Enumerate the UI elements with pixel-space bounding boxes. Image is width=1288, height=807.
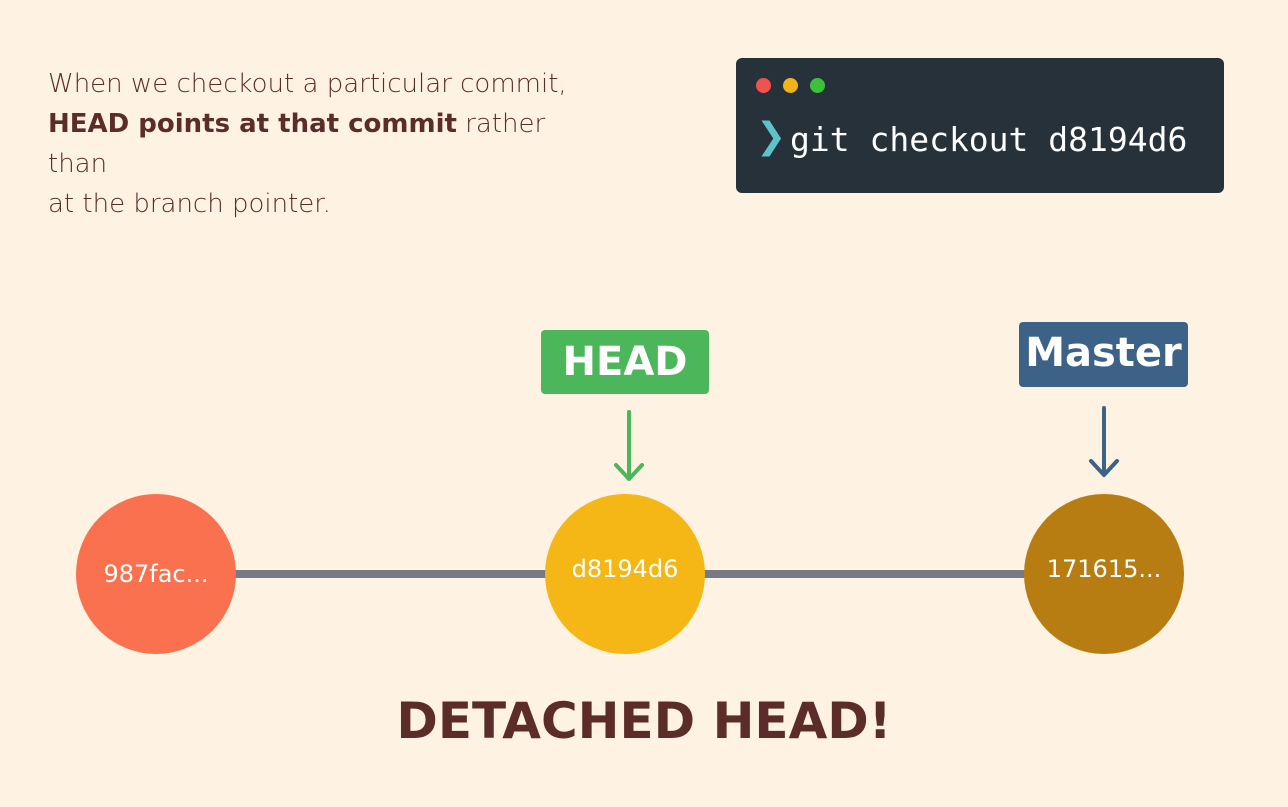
master-label: Master [1019,322,1188,387]
terminal-window: ❯ git checkout d8194d6 [736,58,1224,193]
master-arrow-icon [1089,406,1119,477]
minimize-window-dot-icon[interactable] [783,78,798,93]
intro-line-2-rest: rather than [48,109,546,179]
intro-text: When we checkout a particular commit, HE… [48,64,608,224]
intro-line-2: HEAD points at that commit rather than [48,104,608,184]
close-window-dot-icon[interactable] [756,78,771,93]
intro-line-1: When we checkout a particular commit, [48,69,567,99]
head-arrow-icon [614,410,644,481]
commit-node[interactable]: d8194d6 [545,494,705,654]
intro-line-3: at the branch pointer. [48,189,331,219]
commit-node[interactable]: 171615... [1024,494,1184,654]
terminal-command: git checkout d8194d6 [790,120,1188,159]
footer-title: DETACHED HEAD! [396,692,892,750]
connector-line-1 [230,570,550,578]
maximize-window-dot-icon[interactable] [810,78,825,93]
head-label: HEAD [541,330,709,394]
connector-line-2 [700,570,1030,578]
commit-node[interactable]: 987fac... [76,494,236,654]
intro-bold-text: HEAD points at that commit [48,109,457,139]
prompt-chevron-icon: ❯ [756,116,787,157]
